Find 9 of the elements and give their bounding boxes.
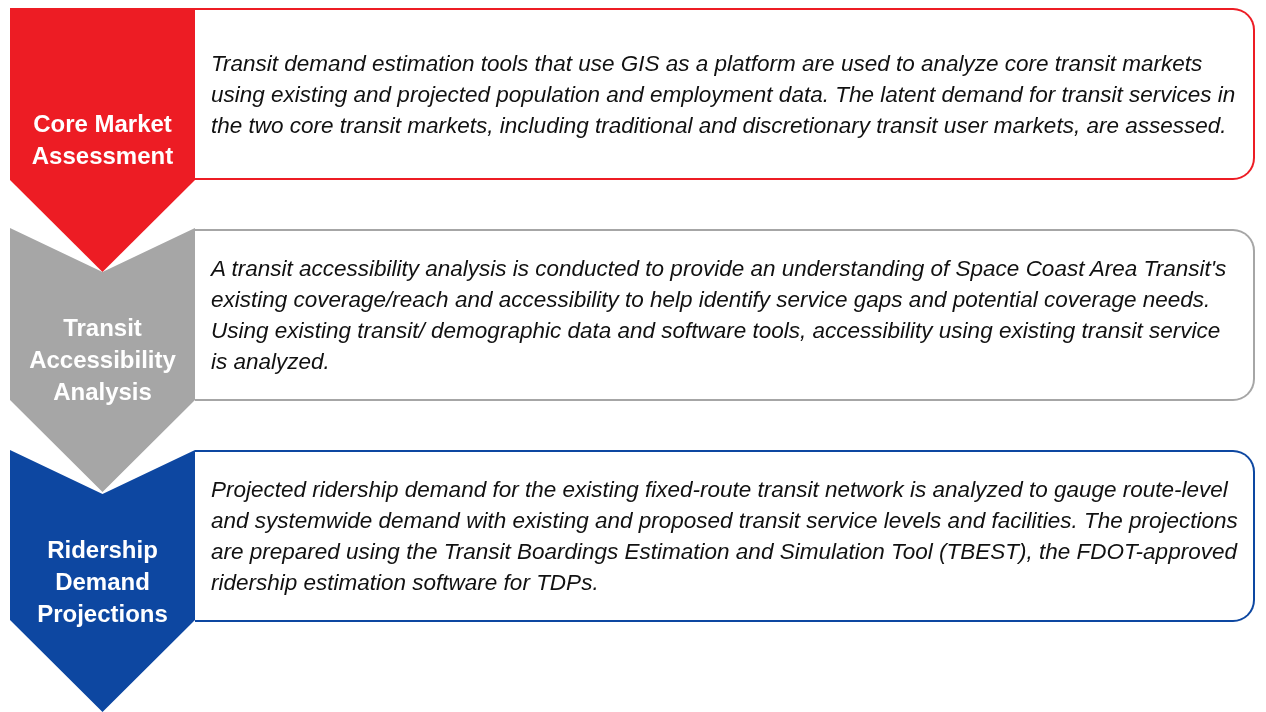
description-text: Transit demand estimation tools that use GIS as a platform are used to analyze core transit markets using existing and projected population and employment data. The latent demand for transit services in the two core transit markets, including traditional and discretionary transit user markets, are assessed. (211, 49, 1237, 140)
description-text: A transit accessibility analysis is conducted to provide an understanding of Space Coast Area Transit's existing coverage/reach and accessibility to help identify service gaps and potential coverage needs. Using existing transit/ demographic data and software tools, accessibility using existing transit service is analyzed. (211, 255, 1228, 376)
description-text: Projected ridership demand for the existing fixed-route transit network is analyzed to gauge route-level and systemwide demand with existing and proposed transit service levels and facilities. The projections are prepared using the Transit Boardings Estimation and Simulation Tool (TBEST), the FDOT-approved ridership estimation software for TDPs. (211, 476, 1239, 597)
description-panel (195, 450, 1255, 622)
step-title: Transit Accessibility Analysis (28, 313, 177, 407)
step-title: Ridership Demand Projections (36, 535, 169, 629)
description-panel (195, 8, 1255, 180)
step-title: Core Market Assessment (30, 109, 175, 171)
description-panel (195, 229, 1255, 401)
